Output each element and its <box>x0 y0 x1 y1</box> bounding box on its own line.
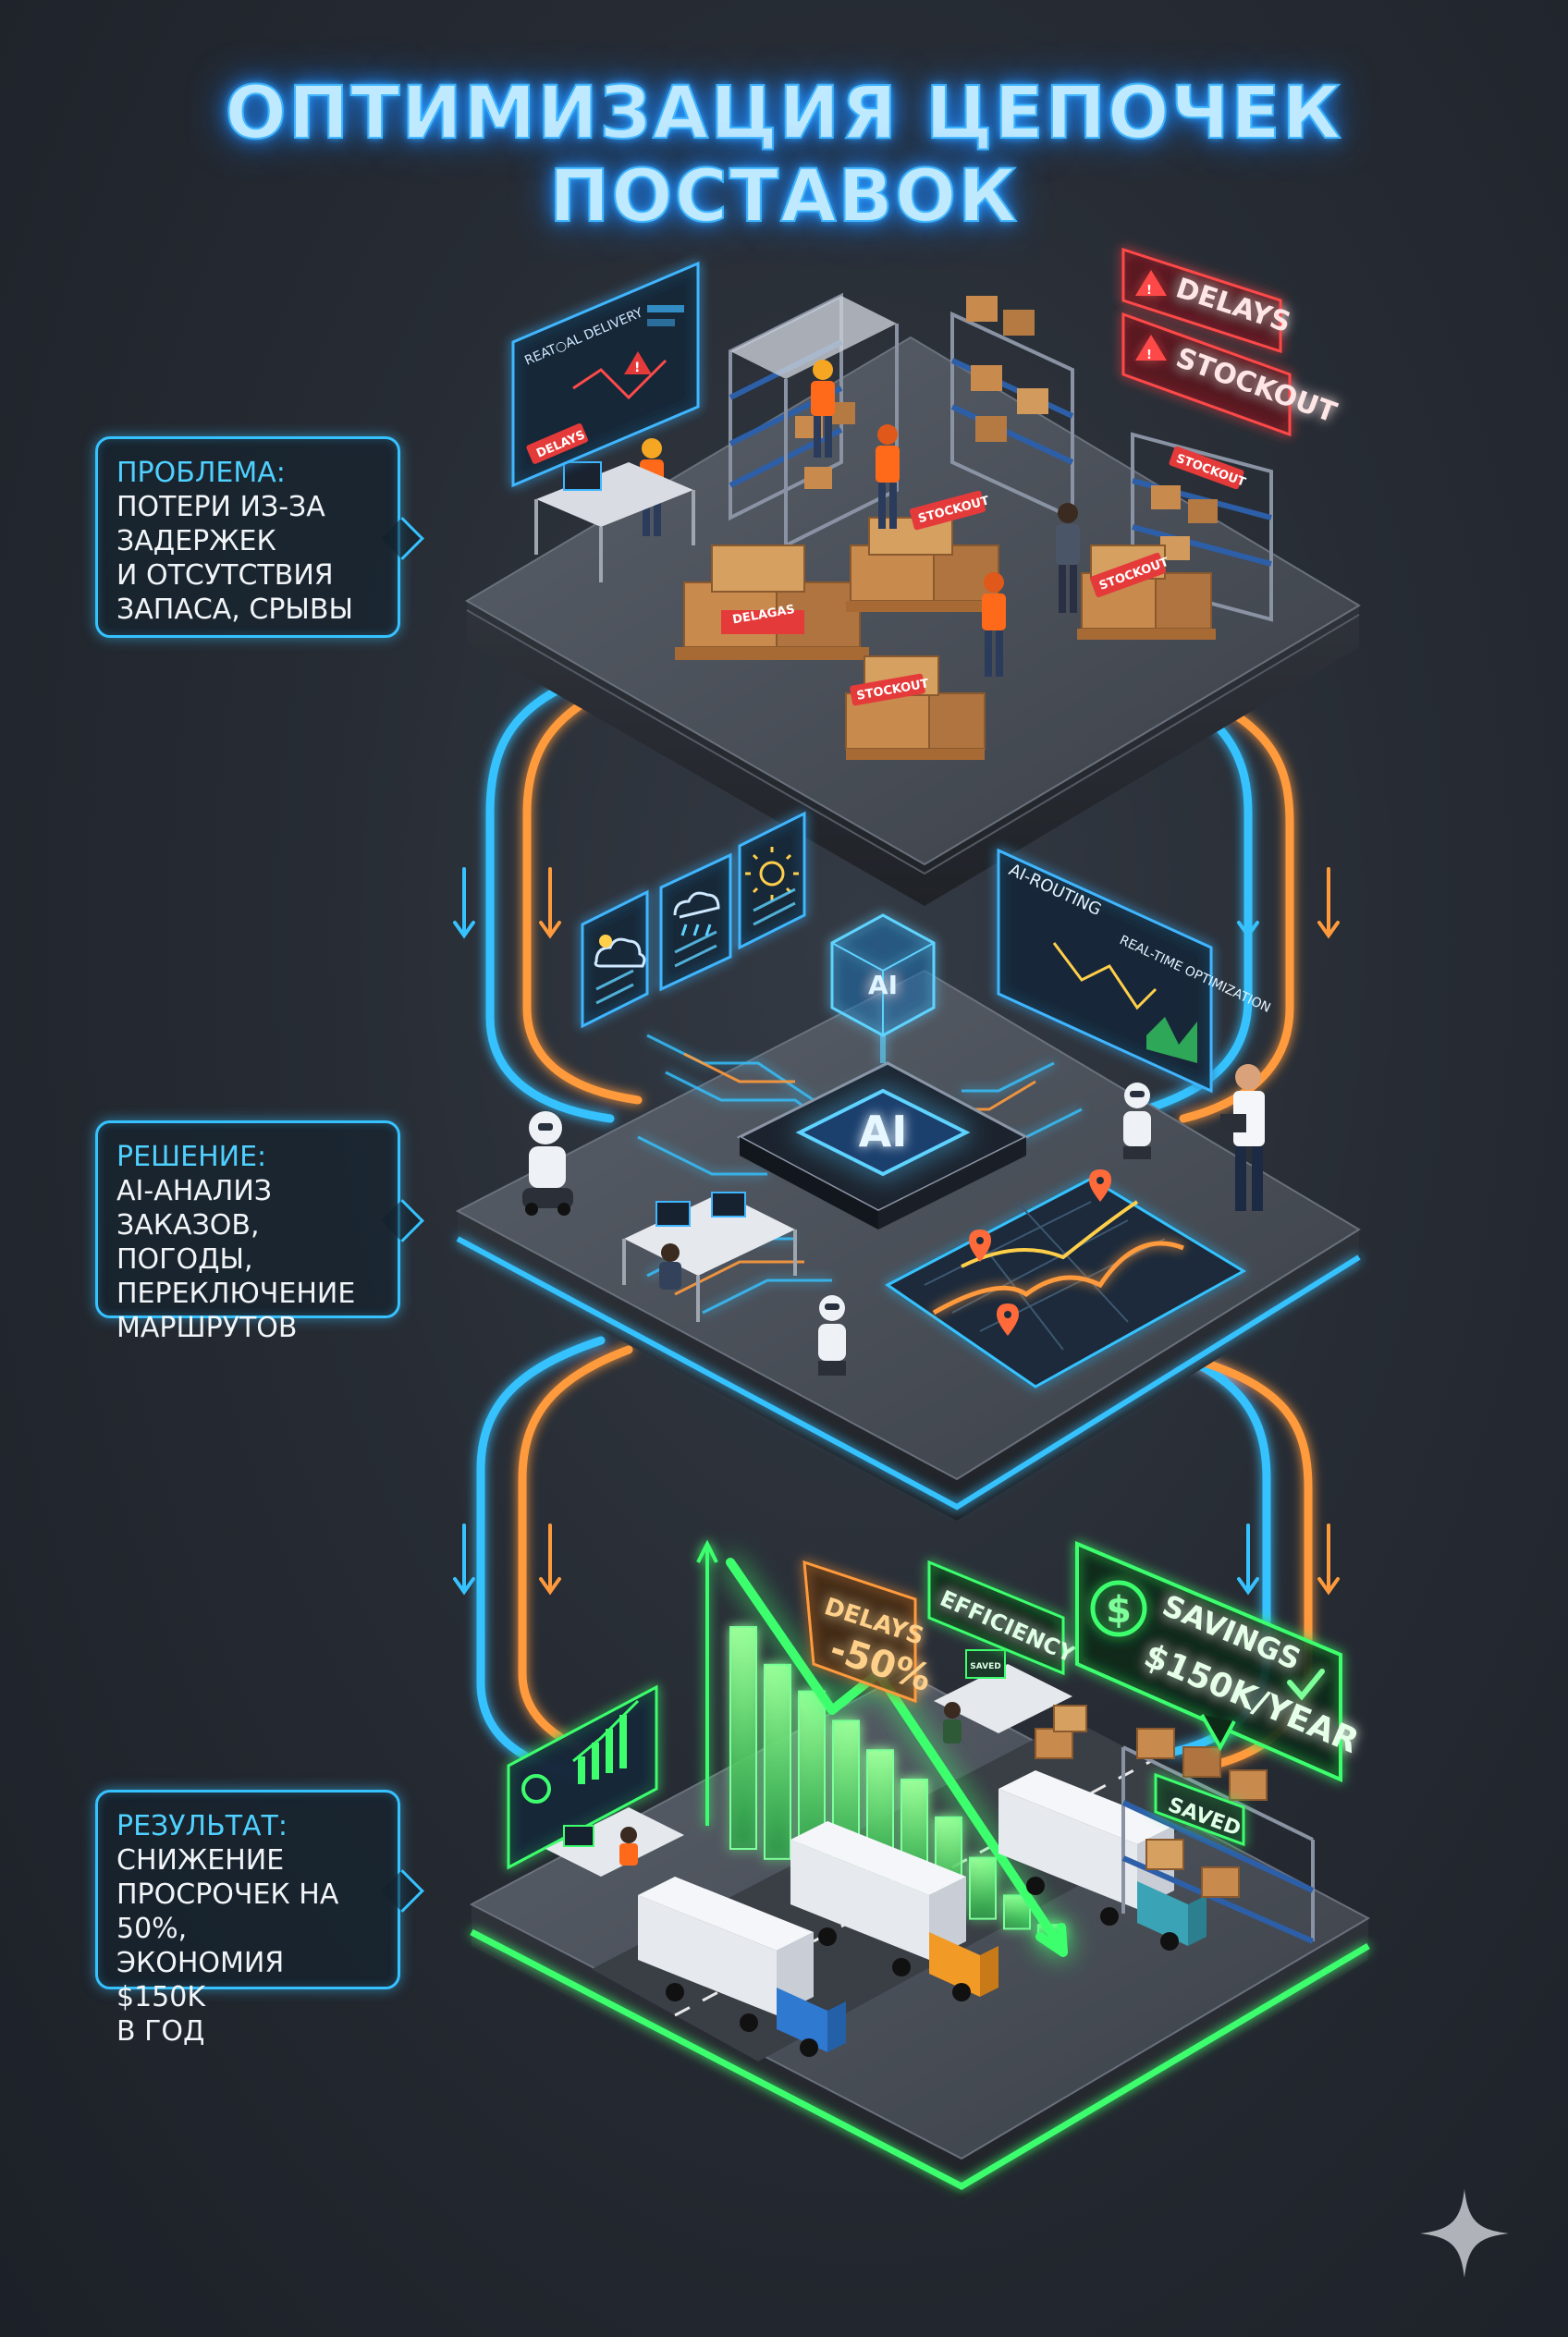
sun-icon <box>745 847 799 900</box>
alert-signs: ! DELAYS ! STOCKOUT <box>1121 247 1341 437</box>
robots <box>522 1083 1151 1376</box>
callout-result-heading: РЕЗУЛЬТАТ: <box>116 1810 288 1842</box>
office-desk: SAVED <box>934 1649 1087 1759</box>
platform-solution <box>455 969 1361 1521</box>
chip-label: AI <box>859 1107 908 1156</box>
manager-person <box>1220 1064 1265 1211</box>
svg-text:!: ! <box>634 361 640 375</box>
warehouse-shelves <box>729 292 1273 622</box>
ai-hologram: AI <box>830 913 936 1063</box>
page-title: ОПТИМИЗАЦИЯ ЦЕПОЧЕК ПОСТАВОК <box>225 71 1343 239</box>
trucks <box>638 1770 1207 2057</box>
truck-blue <box>638 1877 846 2057</box>
callout-solution: РЕШЕНИЕ: AI-АНАЛИЗ ЗАКАЗОВ, ПОГОДЫ, ПЕРЕ… <box>95 1120 424 1344</box>
delivery-monitor: REAT○AL DELIVERY DELAYS ! <box>511 261 700 488</box>
sparkle-icon <box>1420 2189 1509 2278</box>
warning-icon: ! <box>624 351 652 375</box>
dispatch-desk <box>534 461 695 582</box>
panel-list-lines <box>595 887 796 1005</box>
chart-bar <box>729 1626 757 1850</box>
map-pin-icon <box>1089 1169 1111 1202</box>
chart-y-axis <box>696 1539 718 1826</box>
svg-text:!: ! <box>1146 284 1152 298</box>
trend-arrow <box>726 1558 1068 1957</box>
svg-text:!: ! <box>1146 349 1152 362</box>
mini-chart-panel <box>507 1684 684 1877</box>
callout-problem: ПРОБЛЕМА: ПОТЕРИ ИЗ-ЗА ЗАДЕРЖЕК И ОТСУТС… <box>95 436 424 638</box>
rain-icon <box>673 891 720 936</box>
hologram-label: AI <box>868 970 898 1000</box>
svg-text:$: $ <box>1106 1589 1132 1632</box>
callout-solution-body: AI-АНАЛИЗ ЗАКАЗОВ, ПОГОДЫ, ПЕРЕКЛЮЧЕНИЕ … <box>116 1175 356 1344</box>
flow-arrows <box>453 867 1340 1596</box>
callout-problem-heading: ПРОБЛЕМА: <box>116 457 286 489</box>
callout-result: РЕЗУЛЬТАТ: СНИЖЕНИЕ ПРОСРОЧЕК НА 50%, ЭК… <box>95 1790 424 2048</box>
callout-result-body: СНИЖЕНИЕ ПРОСРОЧЕК НА 50%, ЭКОНОМИЯ $150… <box>116 1844 339 2048</box>
delays-reduction-sign: DELAYS -50% <box>802 1560 937 1704</box>
operator-desk <box>622 1192 797 1322</box>
chart-bar <box>764 1663 791 1860</box>
saved-shelf: SAVED <box>1121 1728 1315 1944</box>
chart-bar <box>969 1856 997 1920</box>
weather-panels <box>581 811 806 1029</box>
callout-solution-heading: РЕШЕНИЕ: <box>116 1141 267 1173</box>
cloud-icon <box>594 935 646 968</box>
map-pin-icon <box>969 1230 991 1262</box>
truck-orange <box>790 1821 998 2001</box>
check-icon <box>1287 1669 1325 1701</box>
map-pin-icon <box>997 1303 1019 1336</box>
dollar-icon: $ <box>1090 1580 1147 1637</box>
box-label: STOCKOUT <box>1169 446 1247 490</box>
monitor-saved-text: SAVED <box>970 1662 1000 1671</box>
callout-problem-body: ПОТЕРИ ИЗ-ЗА ЗАДЕРЖЕК И ОТСУТСТВИЯ ЗАПАС… <box>116 491 353 626</box>
ai-chip: AI <box>736 1061 1030 1230</box>
route-map <box>885 1169 1246 1389</box>
